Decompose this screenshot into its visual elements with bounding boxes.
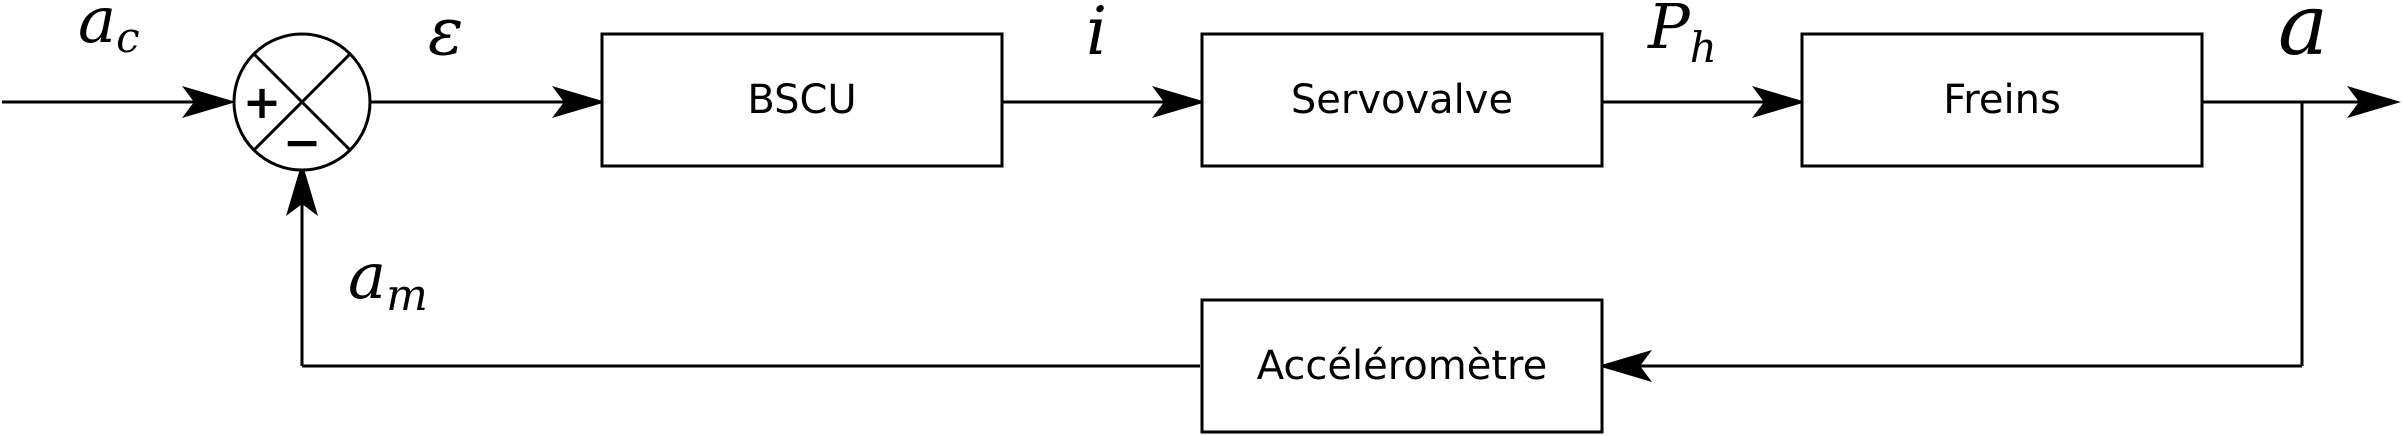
arrowhead-pressure [1752,86,1806,118]
arrowhead-output [2347,86,2401,118]
block-servovalve: Servovalve [1200,32,1604,168]
block-bscu-label: BSCU [747,77,856,123]
block-freins: Freins [1800,32,2204,168]
block-bscu: BSCU [600,32,1004,168]
arrowhead-command [182,86,236,118]
arrowhead-current [1152,86,1206,118]
block-servovalve-label: Servovalve [1291,77,1513,123]
signal-label-command: ac [78,0,140,62]
plus-sign: + [243,75,282,129]
signal-label-current: i [1086,0,1107,70]
block-bscu-box [600,32,1004,168]
signal-label-measured: am [348,240,428,321]
summing-junction: + − [232,32,372,172]
block-servovalve-box [1200,32,1604,168]
minus-sign: − [283,115,322,169]
signal-label-pressure: Ph [1647,0,1717,72]
summing-junction-cross-b [252,52,352,152]
arrowhead-feedback-sensor [1598,350,1652,382]
signal-label-error: ε [428,0,463,70]
block-freins-box [1800,32,2204,168]
block-accelerometre: Accéléromètre [1200,298,1604,434]
signal-label-output: a [2278,0,2328,74]
block-freins-label: Freins [1943,77,2061,123]
block-accelerometre-box [1200,298,1604,434]
block-accelerometre-label: Accéléromètre [1257,343,1547,389]
arrowhead-error [552,86,606,118]
arrowhead-feedback-junction [286,162,318,216]
